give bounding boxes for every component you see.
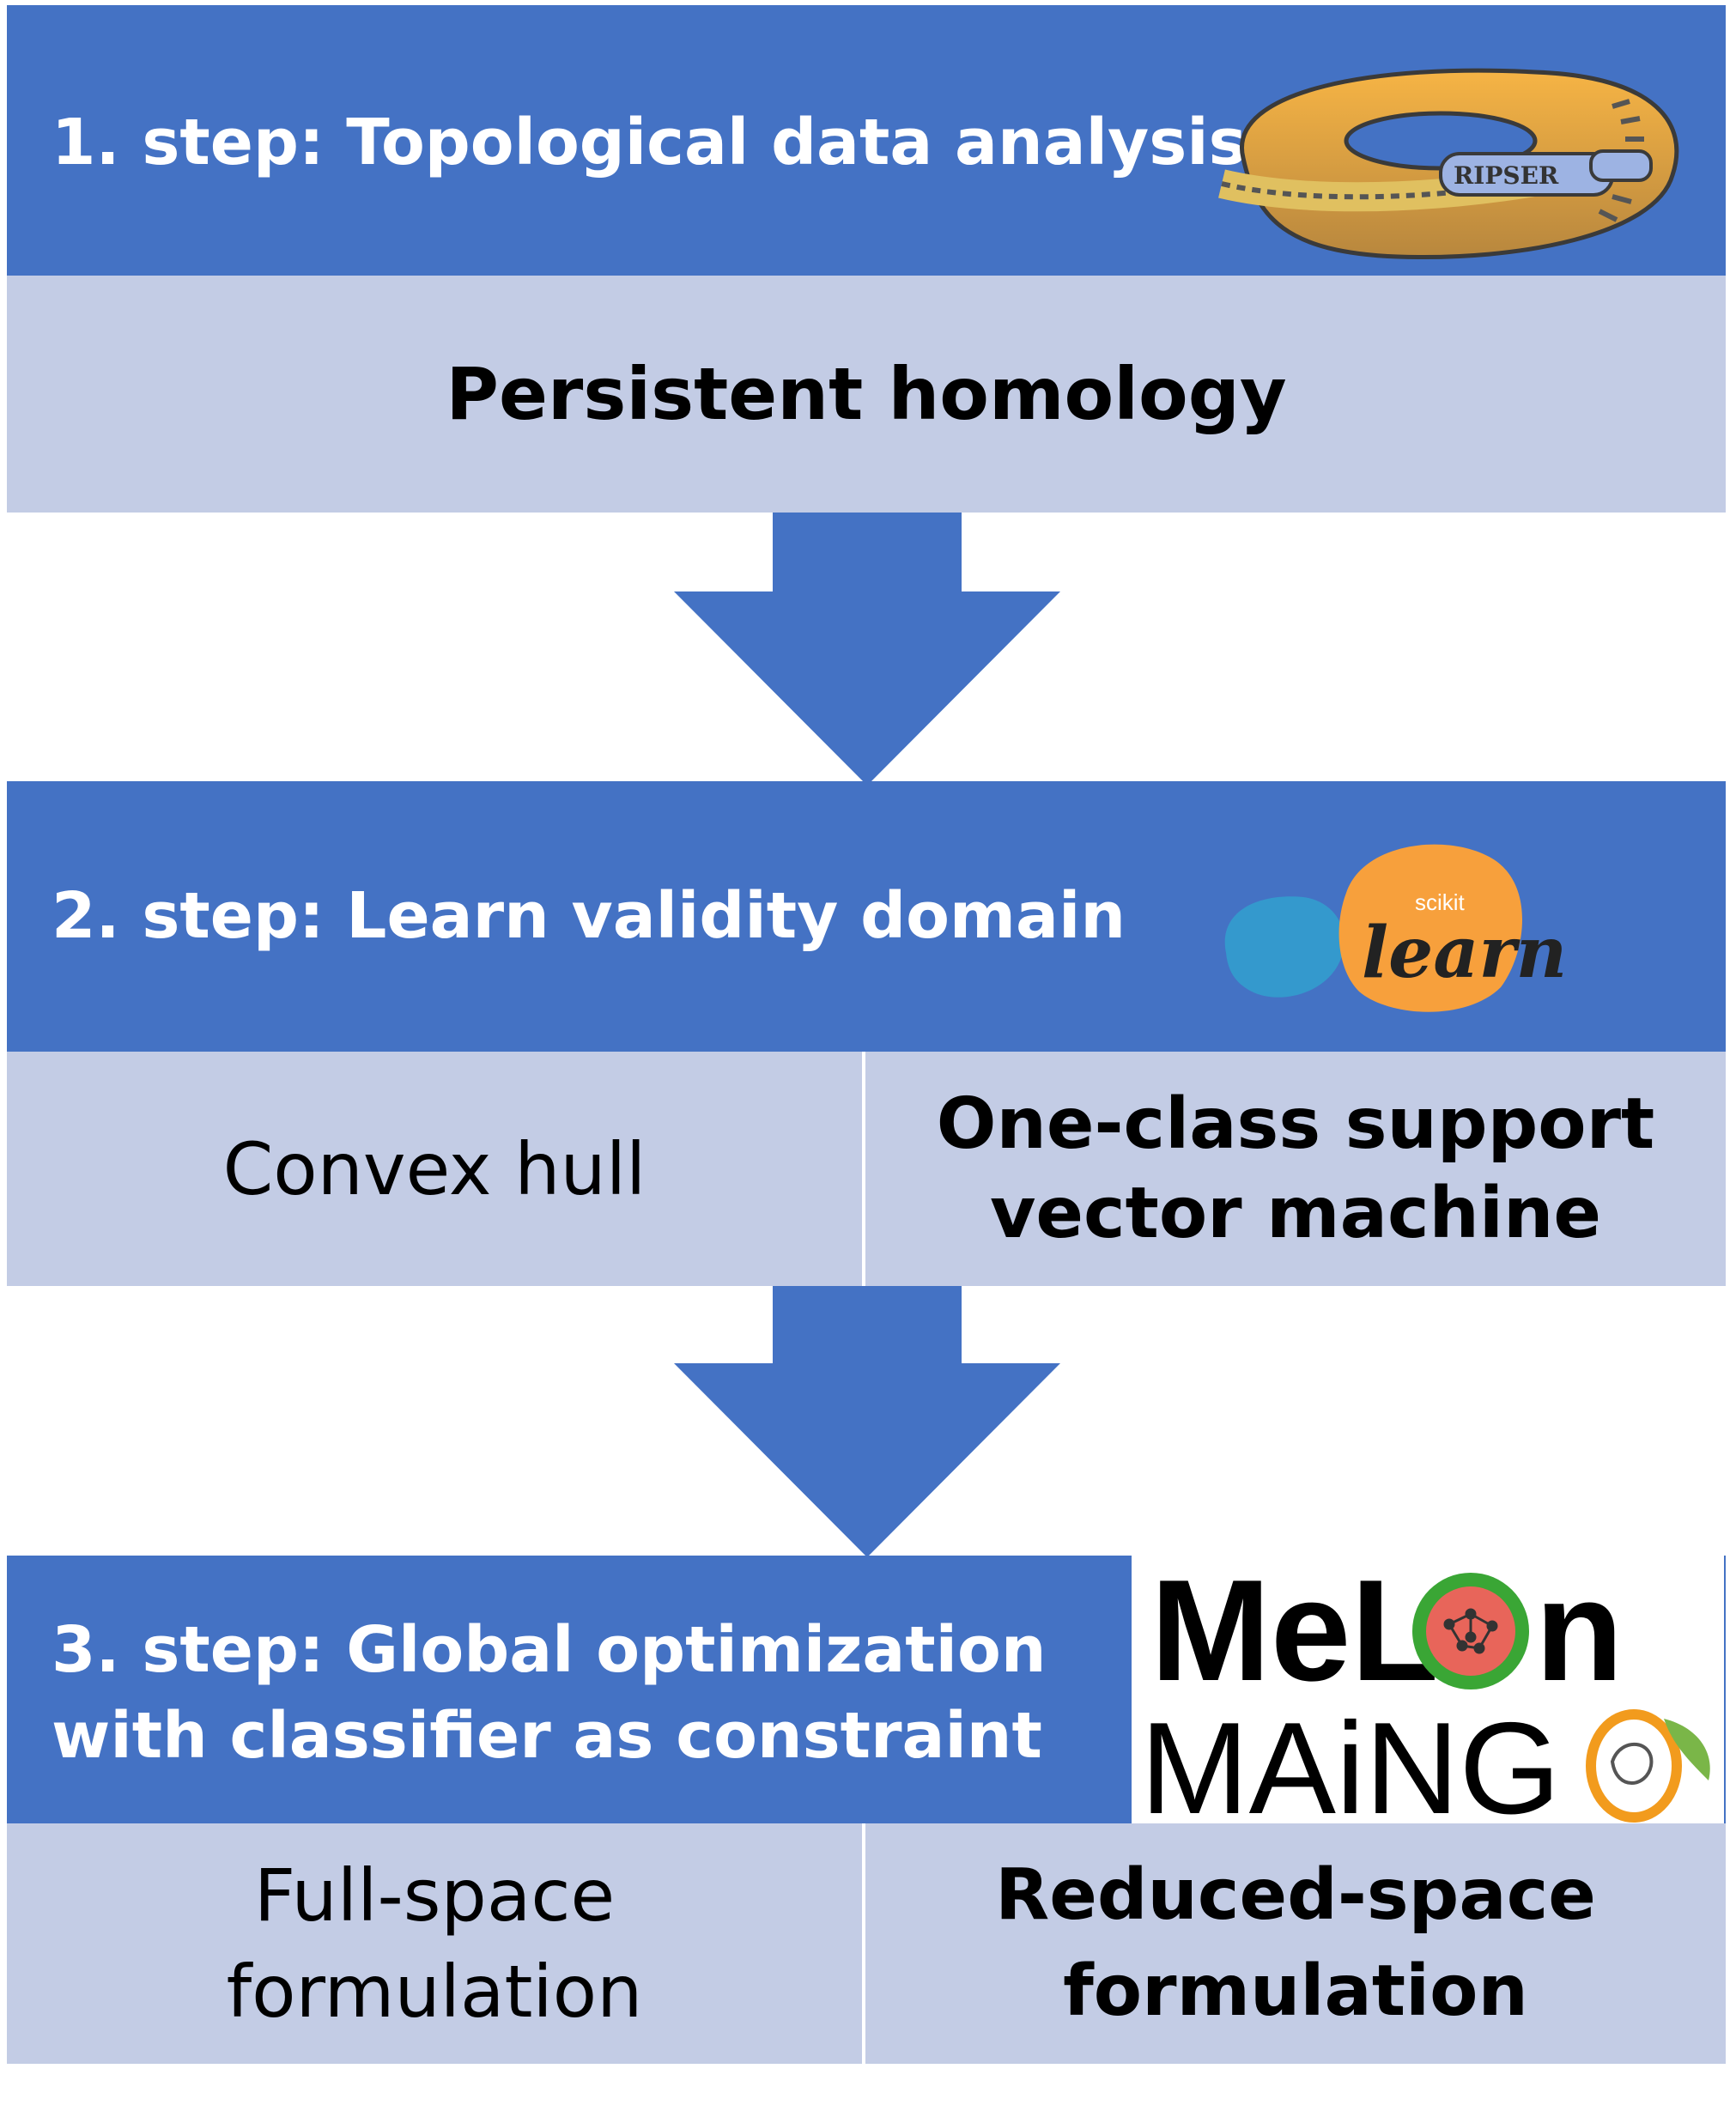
down-arrow-2 xyxy=(674,1286,1060,1557)
step1-header: 1. step: Topological data analysis RIPSE… xyxy=(7,5,1726,276)
step3-divider xyxy=(862,1823,865,2064)
melon-text-a: MeL xyxy=(1150,1556,1439,1711)
step2-divider xyxy=(862,1052,865,1286)
step3-title-line2: with classifier as constraint xyxy=(52,1699,1042,1773)
ripser-logo: RIPSER xyxy=(1218,68,1679,259)
step3-title-line1: 3. step: Global optimization xyxy=(52,1613,1047,1687)
step3-body: Full-space formulation Reduced-space for… xyxy=(7,1823,1726,2064)
step1-title: 1. step: Topological data analysis xyxy=(52,106,1247,179)
scikit-text: scikit xyxy=(1415,889,1466,915)
learn-text: learn xyxy=(1362,912,1567,994)
maingo-text: MAiNG xyxy=(1140,1695,1561,1823)
down-arrow-1 xyxy=(674,513,1060,786)
step1-body: Persistent homology xyxy=(7,276,1726,513)
ripser-logo-text: RIPSER xyxy=(1454,161,1559,190)
step1-method: Persistent homology xyxy=(446,352,1287,436)
scikit-learn-logo: scikit learn xyxy=(1224,844,1567,1012)
step3-right-method: Reduced-space formulation xyxy=(995,1854,1596,2032)
step2-title: 2. step: Learn validity domain xyxy=(52,879,1126,953)
step2-right-method: One-class support vector machine xyxy=(936,1083,1655,1254)
melon-maingo-logo: MeL n MAiNG xyxy=(1132,1556,1724,1823)
melon-text-b: n xyxy=(1535,1556,1624,1711)
step3-left-method: Full-space formulation xyxy=(226,1853,643,2034)
step2-header: 2. step: Learn validity domain scikit le… xyxy=(7,781,1726,1052)
step2-body: Convex hull One-class support vector mac… xyxy=(7,1052,1726,1286)
mango-icon xyxy=(1586,1709,1682,1823)
step3-header: 3. step: Global optimization with classi… xyxy=(7,1556,1726,1823)
step2-left-method: Convex hull xyxy=(222,1126,646,1211)
